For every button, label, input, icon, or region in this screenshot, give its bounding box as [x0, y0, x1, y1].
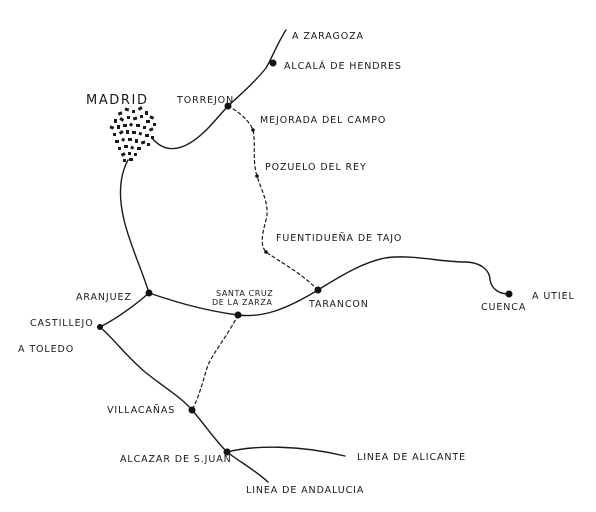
label-zaragoza: A ZARAGOZA	[292, 31, 364, 42]
station-mejorada	[251, 128, 255, 132]
label-castillejo: CASTILLEJO	[30, 318, 94, 329]
station-pozuelo	[255, 174, 259, 178]
station-fuentiduena	[264, 250, 268, 254]
label-aranjuez: ARANJUEZ	[76, 292, 132, 303]
line-dashed-torrejon-tarancon	[227, 105, 319, 291]
station-villacanas	[188, 406, 196, 414]
label-madrid: MADRID	[86, 93, 149, 108]
line-aranjuez-castillejo	[99, 292, 150, 328]
label-fuentiduena: FUENTIDUEÑA DE TAJO	[276, 233, 402, 244]
station-tarancon	[314, 286, 322, 294]
station-aranjuez	[145, 289, 153, 297]
station-cuenca	[505, 290, 513, 298]
label-mejorada: MEJORADA DEL CAMPO	[260, 115, 386, 126]
label-utiel: A UTIEL	[532, 291, 575, 302]
label-villacanas: VILLACAÑAS	[107, 405, 175, 416]
label-alcazar: ALCAZAR DE S.JUAN	[120, 454, 232, 465]
line-dashed-santacruz-villacanas	[191, 314, 239, 411]
station-alcazar	[223, 448, 231, 456]
label-cuenca: CUENCA	[481, 302, 526, 313]
label-alicante: LINEA DE ALICANTE	[357, 452, 466, 463]
line-alcazar-alicante	[226, 446, 346, 457]
label-tarancon: TARANCON	[308, 299, 369, 310]
madrid-city-cluster	[109, 106, 156, 162]
label-pozuelo: POZUELO DEL REY	[265, 162, 367, 173]
line-madrid-aranjuez	[119, 159, 150, 294]
station-alcala	[269, 59, 277, 67]
label-andalucia: LINEA DE ANDALUCIA	[246, 485, 364, 496]
label-torrejon: TORREJON	[176, 95, 234, 106]
label-alcala: ALCALÁ DE HENDRES	[284, 60, 402, 72]
station-santa-cruz	[234, 311, 242, 319]
label-toledo: A TOLEDO	[18, 344, 74, 355]
label-santa-cruz-2: DE LA ZARZA	[212, 298, 272, 307]
station-torrejon	[224, 102, 232, 110]
label-santa-cruz-1: SANTA CRUZ	[216, 289, 273, 298]
line-madrid-zaragoza	[151, 29, 287, 150]
station-castillejo	[97, 324, 103, 330]
